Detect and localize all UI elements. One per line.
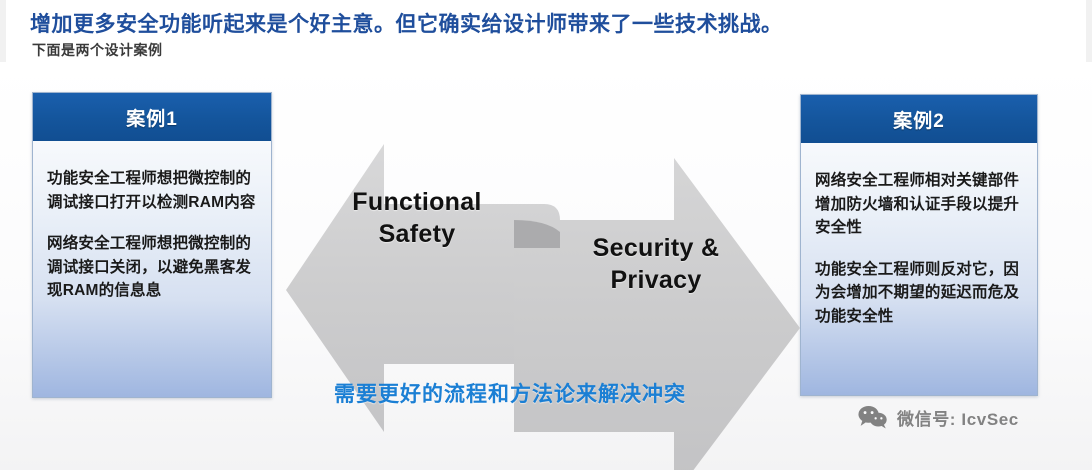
left-arrow-label: Functional Safety	[302, 186, 532, 250]
case-1-title: 案例1	[33, 93, 271, 141]
case-2-body: 网络安全工程师相对关键部件增加防火墙和认证手段以提升安全性 功能安全工程师则反对…	[801, 143, 1037, 395]
case-1-body: 功能安全工程师想把微控制的调试接口打开以检测RAM内容 网络安全工程师想把微控制…	[33, 141, 271, 397]
arrow-svg	[286, 144, 800, 470]
diagram-stage: 案例1 功能安全工程师想把微控制的调试接口打开以检测RAM内容 网络安全工程师想…	[0, 62, 1092, 470]
right-arrow-shape	[514, 158, 800, 470]
case-2-paragraph-2: 功能安全工程师则反对它，因为会增加不期望的延迟而危及功能安全性	[815, 260, 1020, 325]
left-arrow-shape	[286, 144, 560, 432]
case-2-title: 案例2	[801, 95, 1037, 143]
conflict-resolution-caption: 需要更好的流程和方法论来解决冲突	[334, 383, 686, 406]
left-arrow-label-line1: Functional	[352, 188, 482, 216]
wechat-icon	[858, 405, 887, 429]
headline-text: 增加更多安全功能听起来是个好主意。但它确实给设计师带来了一些技术挑战。	[30, 13, 783, 36]
case-box-1: 案例1 功能安全工程师想把微控制的调试接口打开以检测RAM内容 网络安全工程师想…	[32, 92, 272, 398]
case-2-paragraph-1: 网络安全工程师相对关键部件增加防火墙和认证手段以提升安全性	[815, 172, 1020, 237]
case-1-paragraph-2: 网络安全工程师想把微控制的调试接口关闭，以避免黑客发现RAM的信息息	[47, 235, 252, 300]
right-arrow-label-line2: Privacy	[610, 266, 702, 294]
arrow-fold-shadow	[514, 220, 560, 248]
left-arrow-label-line2: Safety	[378, 220, 456, 248]
subheadline-text: 下面是两个设计案例	[32, 42, 163, 58]
watermark: 微信号: IcvSec	[858, 404, 1019, 430]
bidirectional-arrow-graphic: Functional Safety Security & Privacy	[276, 132, 806, 470]
case-1-paragraph-1: 功能安全工程师想把微控制的调试接口打开以检测RAM内容	[47, 170, 256, 211]
case-box-2: 案例2 网络安全工程师相对关键部件增加防火墙和认证手段以提升安全性 功能安全工程…	[800, 94, 1038, 396]
right-arrow-label: Security & Privacy	[540, 232, 772, 296]
right-arrow-label-line1: Security &	[592, 234, 720, 262]
watermark-text: 微信号: IcvSec	[897, 409, 1019, 429]
